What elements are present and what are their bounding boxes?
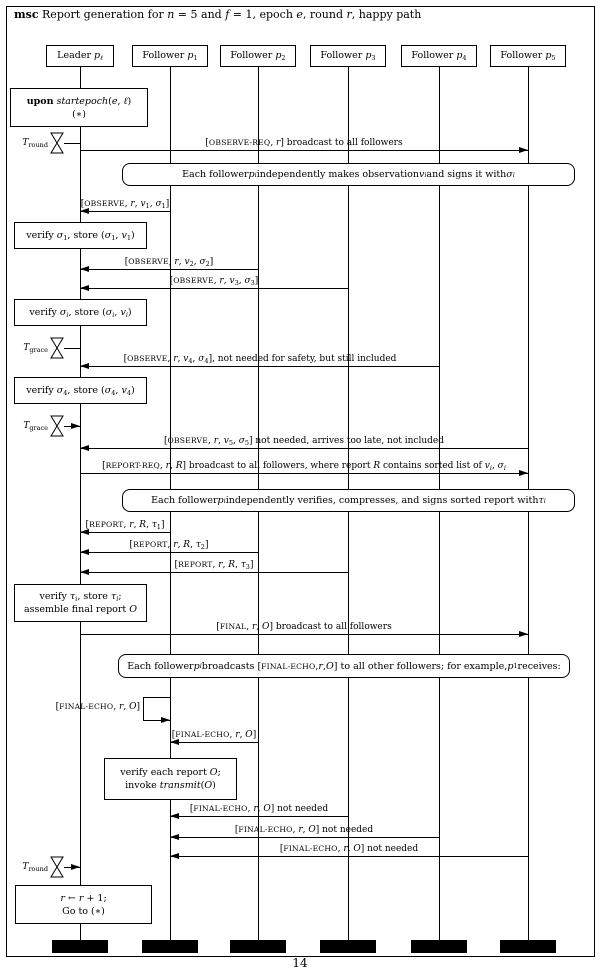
message-label: [REPORT, r, R, τ3]	[174, 560, 254, 571]
message-label: [OBSERVE, r, v3, σ3]	[169, 276, 259, 287]
message-label: [FINAL-ECHO, r, O]	[55, 702, 140, 712]
diagram-title: msc Report generation for n = 5 and f = …	[14, 8, 422, 21]
participant-follower5: Follower p5	[490, 45, 566, 67]
hourglass-icon	[50, 337, 64, 359]
message-label: [OBSERVE, r, v1, σ1]	[80, 199, 170, 210]
message-label: [FINAL, r, O] broadcast to all followers	[216, 622, 392, 632]
end-bar-follower3	[320, 940, 376, 953]
arrowhead	[80, 285, 89, 291]
end-bar-leader	[52, 940, 108, 953]
arrowhead	[80, 445, 89, 451]
arrowhead	[170, 813, 179, 819]
arrowhead	[161, 717, 170, 723]
message-label: [OBSERVE, r, v2, σ2]	[124, 257, 214, 268]
action-verify-transmit: verify each report O; invoke transmit(O)	[104, 758, 237, 800]
end-bar-follower5	[500, 940, 556, 953]
message-label: [FINAL-ECHO, r, O] not needed	[279, 844, 419, 854]
message-label: [OBSERVE, r, v4, σ4], not needed for saf…	[123, 354, 397, 365]
lifeline-leader	[80, 67, 81, 940]
message-label: [FINAL-ECHO, r, O] not needed	[189, 804, 329, 814]
arrowhead	[80, 266, 89, 272]
action-next-round: r ← r + 1; Go to (∗)	[15, 885, 152, 924]
end-bar-follower2	[230, 940, 286, 953]
action-verify-sigma-i: verify σi, store (σi, vi)	[14, 299, 147, 326]
participant-leader: Leader pℓ	[46, 45, 114, 67]
arrowhead	[170, 853, 179, 859]
message-label: [FINAL-ECHO, r, O]	[171, 730, 257, 740]
message-label: [OBSERVE-REQ, r] broadcast to all follow…	[205, 138, 403, 148]
arrowhead	[170, 834, 179, 840]
end-bar-follower1	[142, 940, 198, 953]
participant-follower1: Follower p1	[132, 45, 208, 67]
arrowhead	[519, 147, 528, 153]
action-verify-sigma4: verify σ4, store (σ4, v4)	[14, 377, 147, 404]
message-label: [FINAL-ECHO, r, O] not needed	[234, 825, 374, 835]
participant-follower4: Follower p4	[401, 45, 477, 67]
arrowhead	[71, 864, 80, 870]
arrowhead	[71, 423, 80, 429]
participant-follower3: Follower p3	[310, 45, 386, 67]
participant-follower2: Follower p2	[220, 45, 296, 67]
page-number: 14	[292, 956, 308, 970]
arrowhead	[170, 739, 179, 745]
hourglass-icon	[50, 132, 64, 154]
arrowhead	[80, 208, 89, 214]
hourglass-icon	[50, 856, 64, 878]
message-label: [REPORT, r, R, τ2]	[129, 540, 209, 551]
message-label: [OBSERVE, r, v5, σ5] not needed, arrives…	[164, 436, 444, 447]
arrowhead	[519, 631, 528, 637]
arrowhead	[80, 569, 89, 575]
arrowhead	[80, 363, 89, 369]
end-bar-follower4	[411, 940, 467, 953]
action-verify-sigma1: verify σ1, store (σ1, v1)	[14, 222, 147, 249]
message-label: [REPORT-REQ, r, R] broadcast to all foll…	[102, 461, 506, 472]
message-label: [REPORT, r, R, τ1]	[85, 520, 165, 531]
hourglass-icon	[50, 415, 64, 437]
msc-frame	[6, 6, 595, 957]
arrowhead	[80, 529, 89, 535]
action-verify-tau: verify τi, store τi; assemble final repo…	[14, 584, 147, 622]
arrowhead	[519, 470, 528, 476]
action-upon-startepoch: upon startepoch(e, ℓ) (∗)	[10, 88, 148, 127]
arrowhead	[80, 549, 89, 555]
